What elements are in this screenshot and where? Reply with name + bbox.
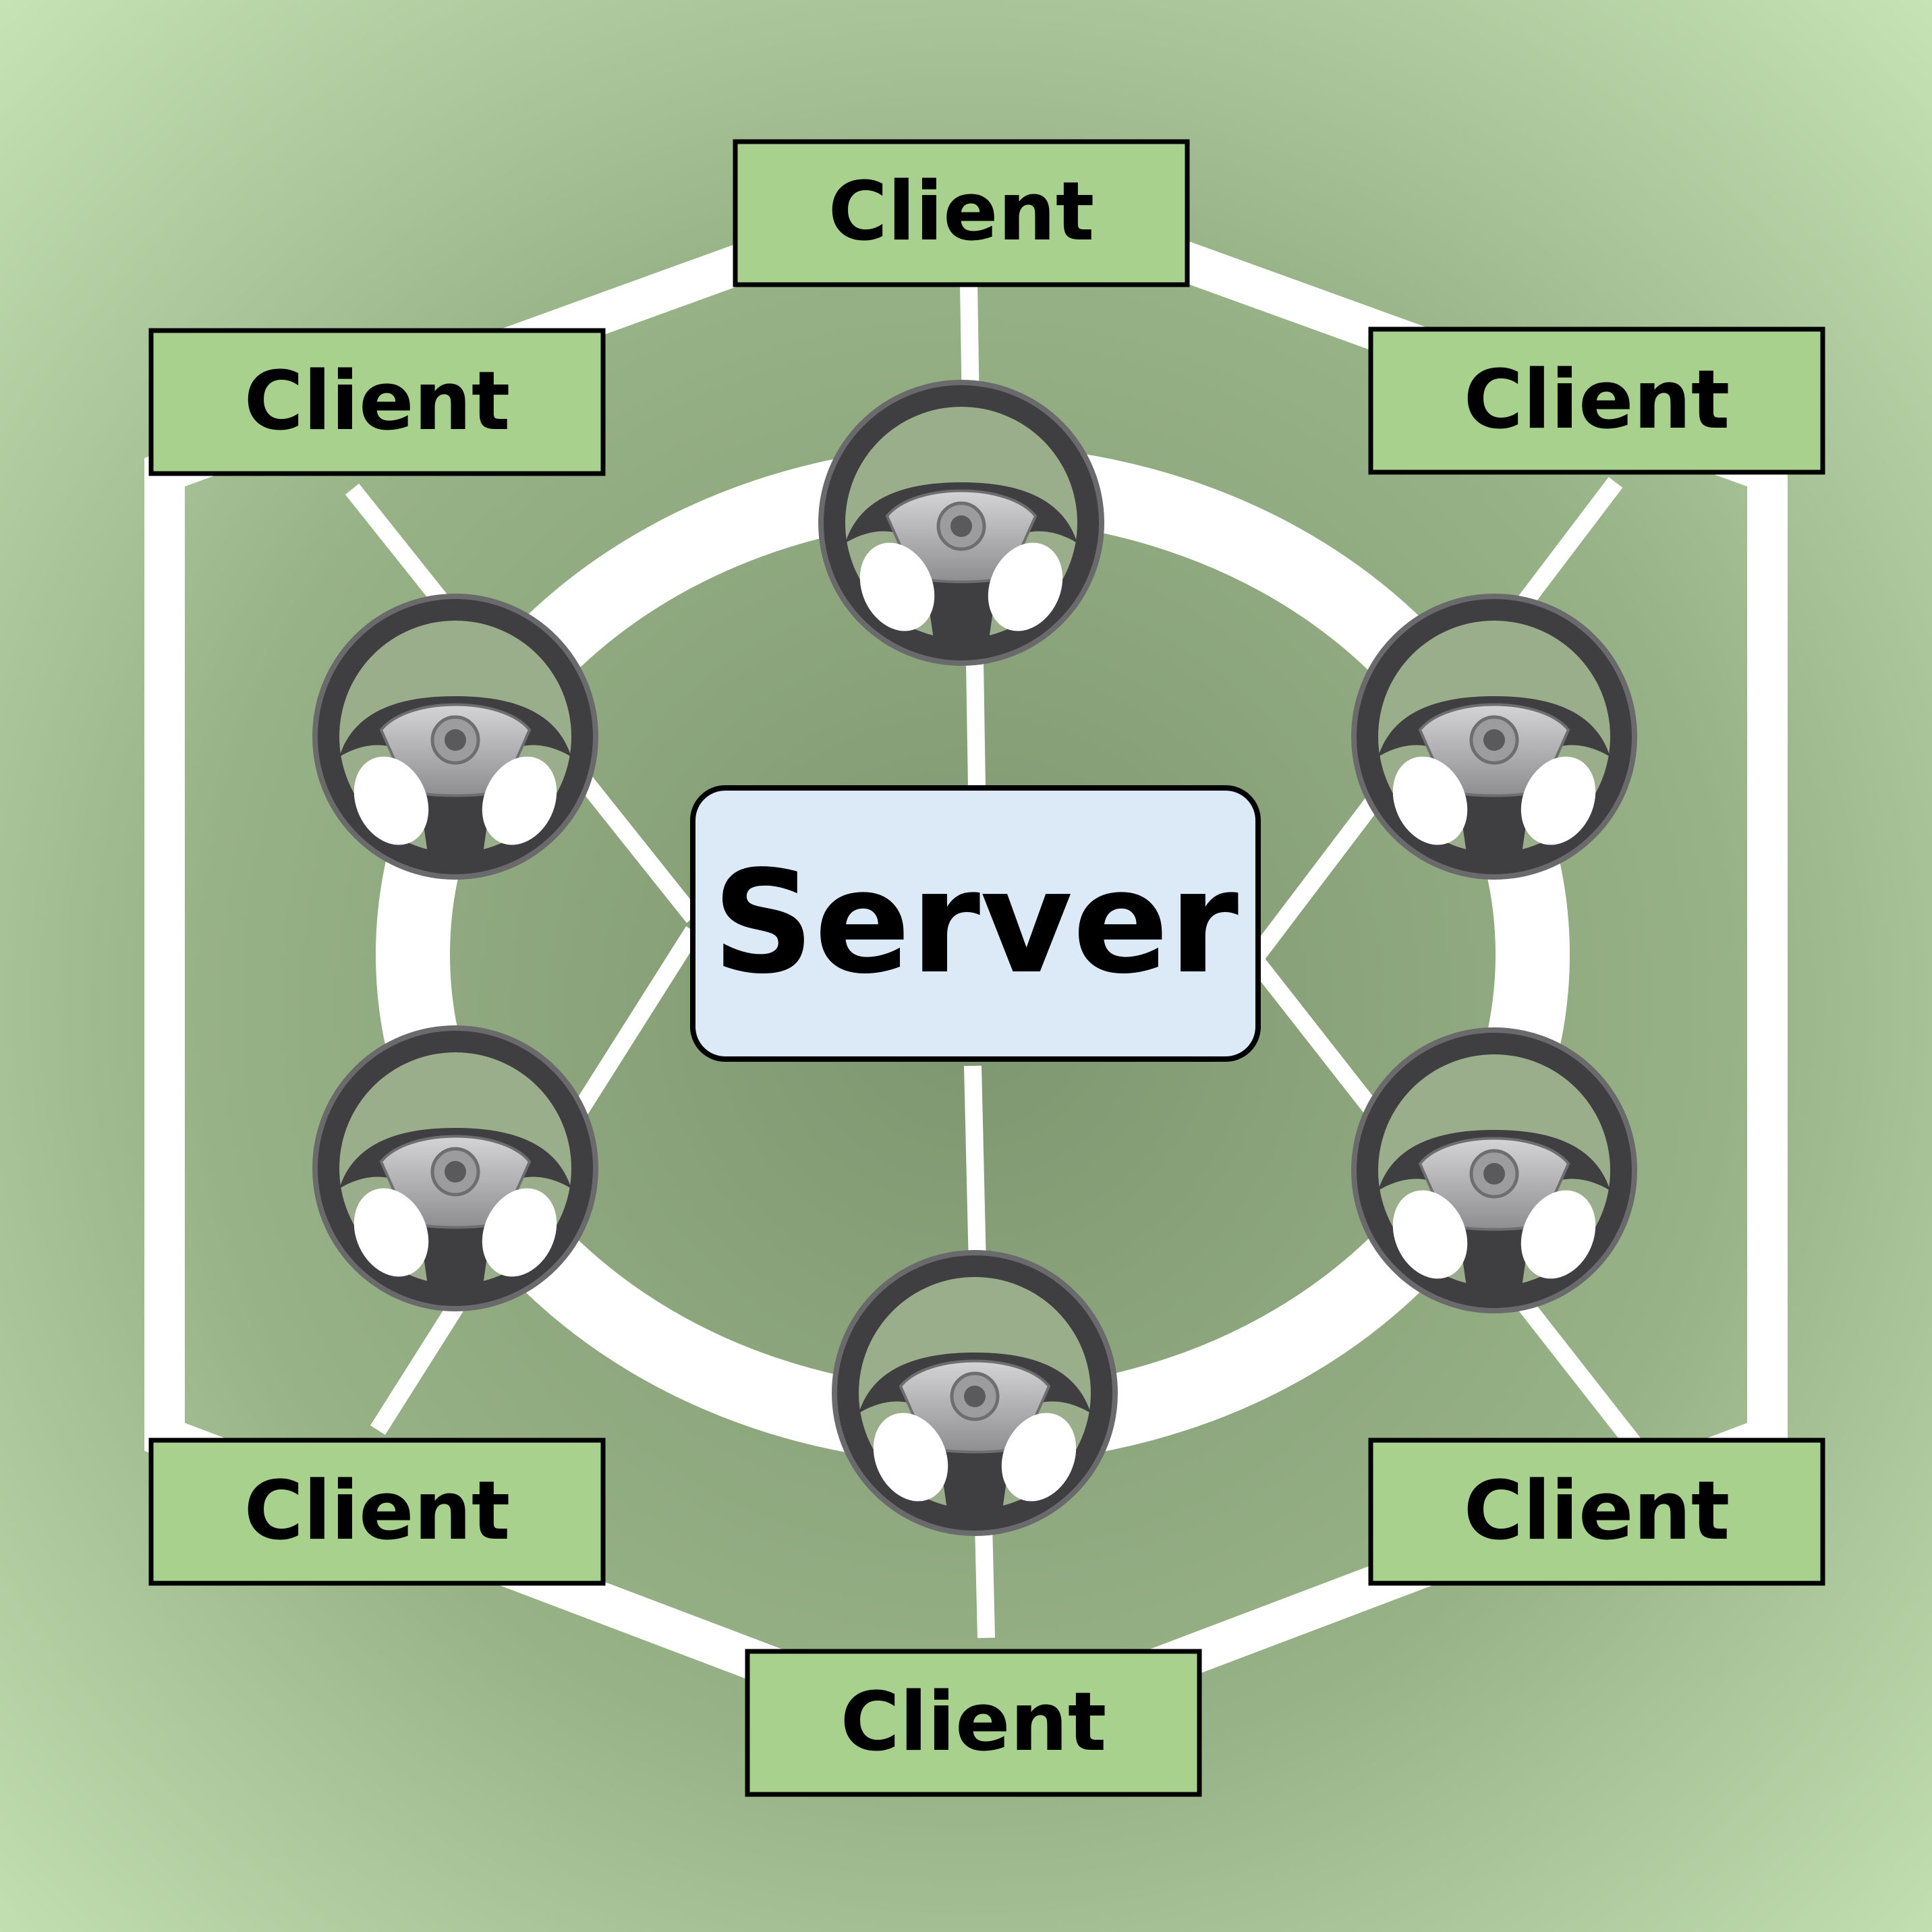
server-label: Server <box>712 840 1239 1005</box>
client-label: Client <box>1464 1465 1730 1558</box>
steering-wheel-icon <box>820 381 1103 664</box>
client-node-lower-right[interactable]: Client <box>1368 1438 1825 1586</box>
server-node[interactable]: Server <box>690 785 1261 1062</box>
steering-wheel-icon <box>833 1251 1116 1535</box>
client-label: Client <box>244 355 511 449</box>
client-label: Client <box>841 1676 1107 1769</box>
client-node-top[interactable]: Client <box>733 139 1190 287</box>
client-label: Client <box>1464 353 1730 447</box>
steering-wheel-icon <box>1353 595 1636 878</box>
client-label: Client <box>244 1465 511 1558</box>
steering-wheel-icon <box>314 1027 597 1310</box>
client-label: Client <box>828 165 1095 259</box>
client-node-bottom[interactable]: Client <box>745 1649 1202 1797</box>
steering-wheel-icon <box>314 595 597 878</box>
client-node-upper-right[interactable]: Client <box>1368 326 1825 475</box>
steering-wheel-icon <box>1353 1029 1636 1312</box>
client-node-upper-left[interactable]: Client <box>148 328 606 476</box>
client-node-lower-left[interactable]: Client <box>148 1438 606 1586</box>
